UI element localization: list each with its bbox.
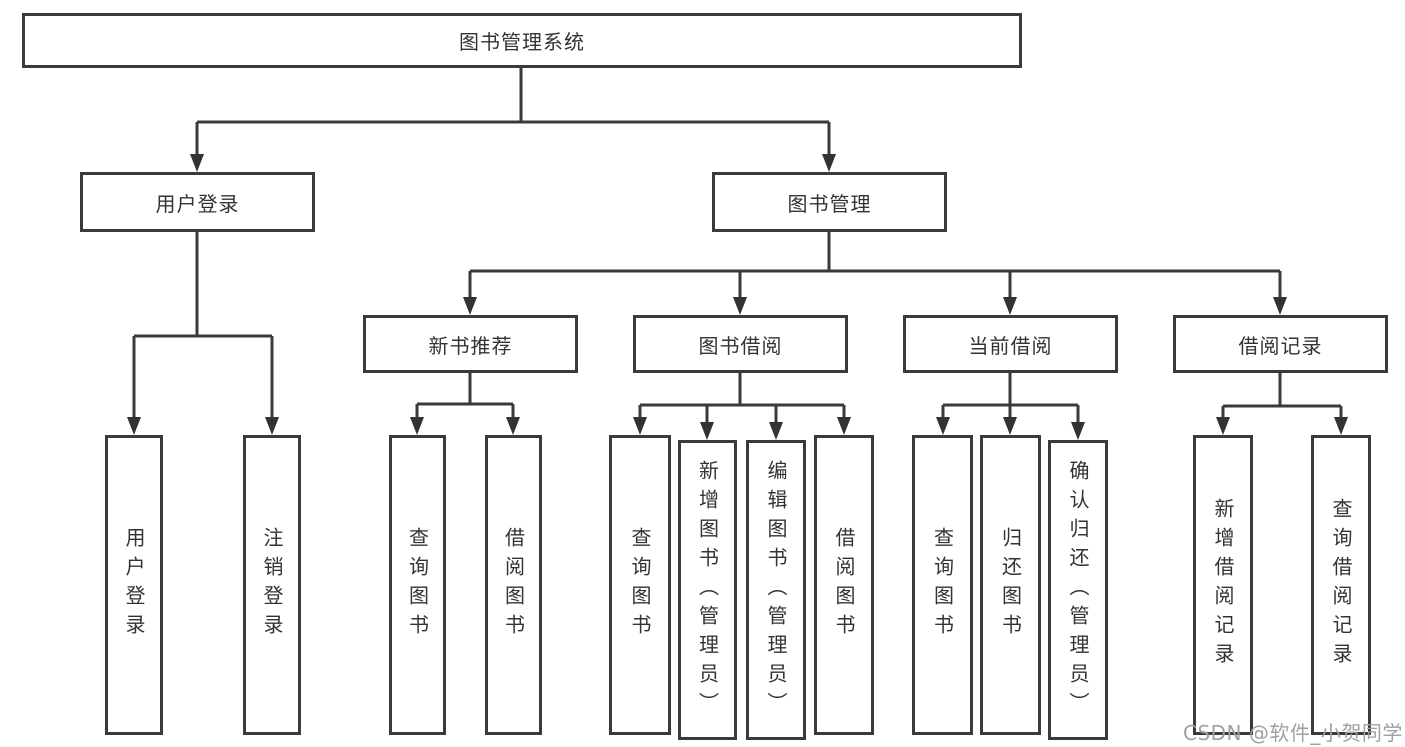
node-label: 新增图书（管理员） [695, 459, 720, 721]
node-book-borrow: 图书借阅 [633, 315, 848, 373]
node-label: 借阅记录 [1238, 333, 1323, 358]
node-label: 查询借阅记录 [1329, 498, 1353, 672]
node-root-library-system: 图书管理系统 [22, 13, 1022, 68]
node-leaf-add-book-admin: 新增图书（管理员） [678, 440, 737, 740]
node-label: 注销登录 [260, 527, 284, 643]
node-label: 归还图书 [998, 527, 1023, 643]
node-leaf-borrow-book-1: 借阅图书 [485, 435, 542, 735]
node-label: 编辑图书（管理员） [764, 459, 788, 721]
node-label: 借阅图书 [832, 527, 856, 643]
node-leaf-edit-book-admin: 编辑图书（管理员） [746, 440, 806, 740]
node-label: 用户登录 [155, 191, 240, 216]
connector-borrow-record-to-leaves [1216, 373, 1348, 435]
node-leaf-confirm-return-admin: 确认归还（管理员） [1048, 440, 1108, 740]
node-leaf-query-book-3: 查询图书 [912, 435, 973, 735]
connector-current-borrow-to-leaves [936, 373, 1085, 440]
node-label: 用户登录 [122, 527, 146, 643]
node-label: 新书推荐 [428, 333, 513, 358]
node-leaf-query-book-1: 查询图书 [389, 435, 446, 735]
node-borrow-record: 借阅记录 [1173, 315, 1388, 373]
node-label: 图书管理系统 [459, 30, 585, 54]
node-leaf-query-book-2: 查询图书 [609, 435, 671, 735]
node-label: 借阅图书 [501, 527, 526, 643]
node-leaf-borrow-book-2: 借阅图书 [814, 435, 874, 735]
node-leaf-logout: 注销登录 [243, 435, 301, 735]
node-label: 新增借阅记录 [1211, 498, 1235, 672]
node-label: 确认归还（管理员） [1066, 459, 1090, 721]
connector-book-management-to-level3 [463, 232, 1287, 315]
node-leaf-return-book: 归还图书 [980, 435, 1041, 735]
connector-root-to-level2 [190, 68, 836, 172]
node-leaf-add-borrow-record: 新增借阅记录 [1193, 435, 1253, 735]
node-label: 图书管理 [787, 191, 872, 216]
connector-user-login-to-leaves [127, 232, 279, 435]
node-label: 查询图书 [930, 527, 955, 643]
connector-new-book-to-leaves [410, 373, 520, 435]
node-label: 当前借阅 [968, 333, 1053, 358]
node-user-login: 用户登录 [80, 172, 315, 232]
node-current-borrow: 当前借阅 [903, 315, 1118, 373]
node-book-management: 图书管理 [712, 172, 947, 232]
node-label: 图书借阅 [698, 333, 783, 358]
node-label: 查询图书 [628, 527, 652, 643]
node-label: 查询图书 [405, 527, 430, 643]
node-leaf-query-borrow-record: 查询借阅记录 [1311, 435, 1371, 735]
csdn-watermark: CSDN @软件_小贺同学 [1183, 721, 1403, 745]
connector-book-borrow-to-leaves [633, 373, 851, 440]
node-new-book-recommend: 新书推荐 [363, 315, 578, 373]
node-leaf-user-login: 用户登录 [105, 435, 163, 735]
